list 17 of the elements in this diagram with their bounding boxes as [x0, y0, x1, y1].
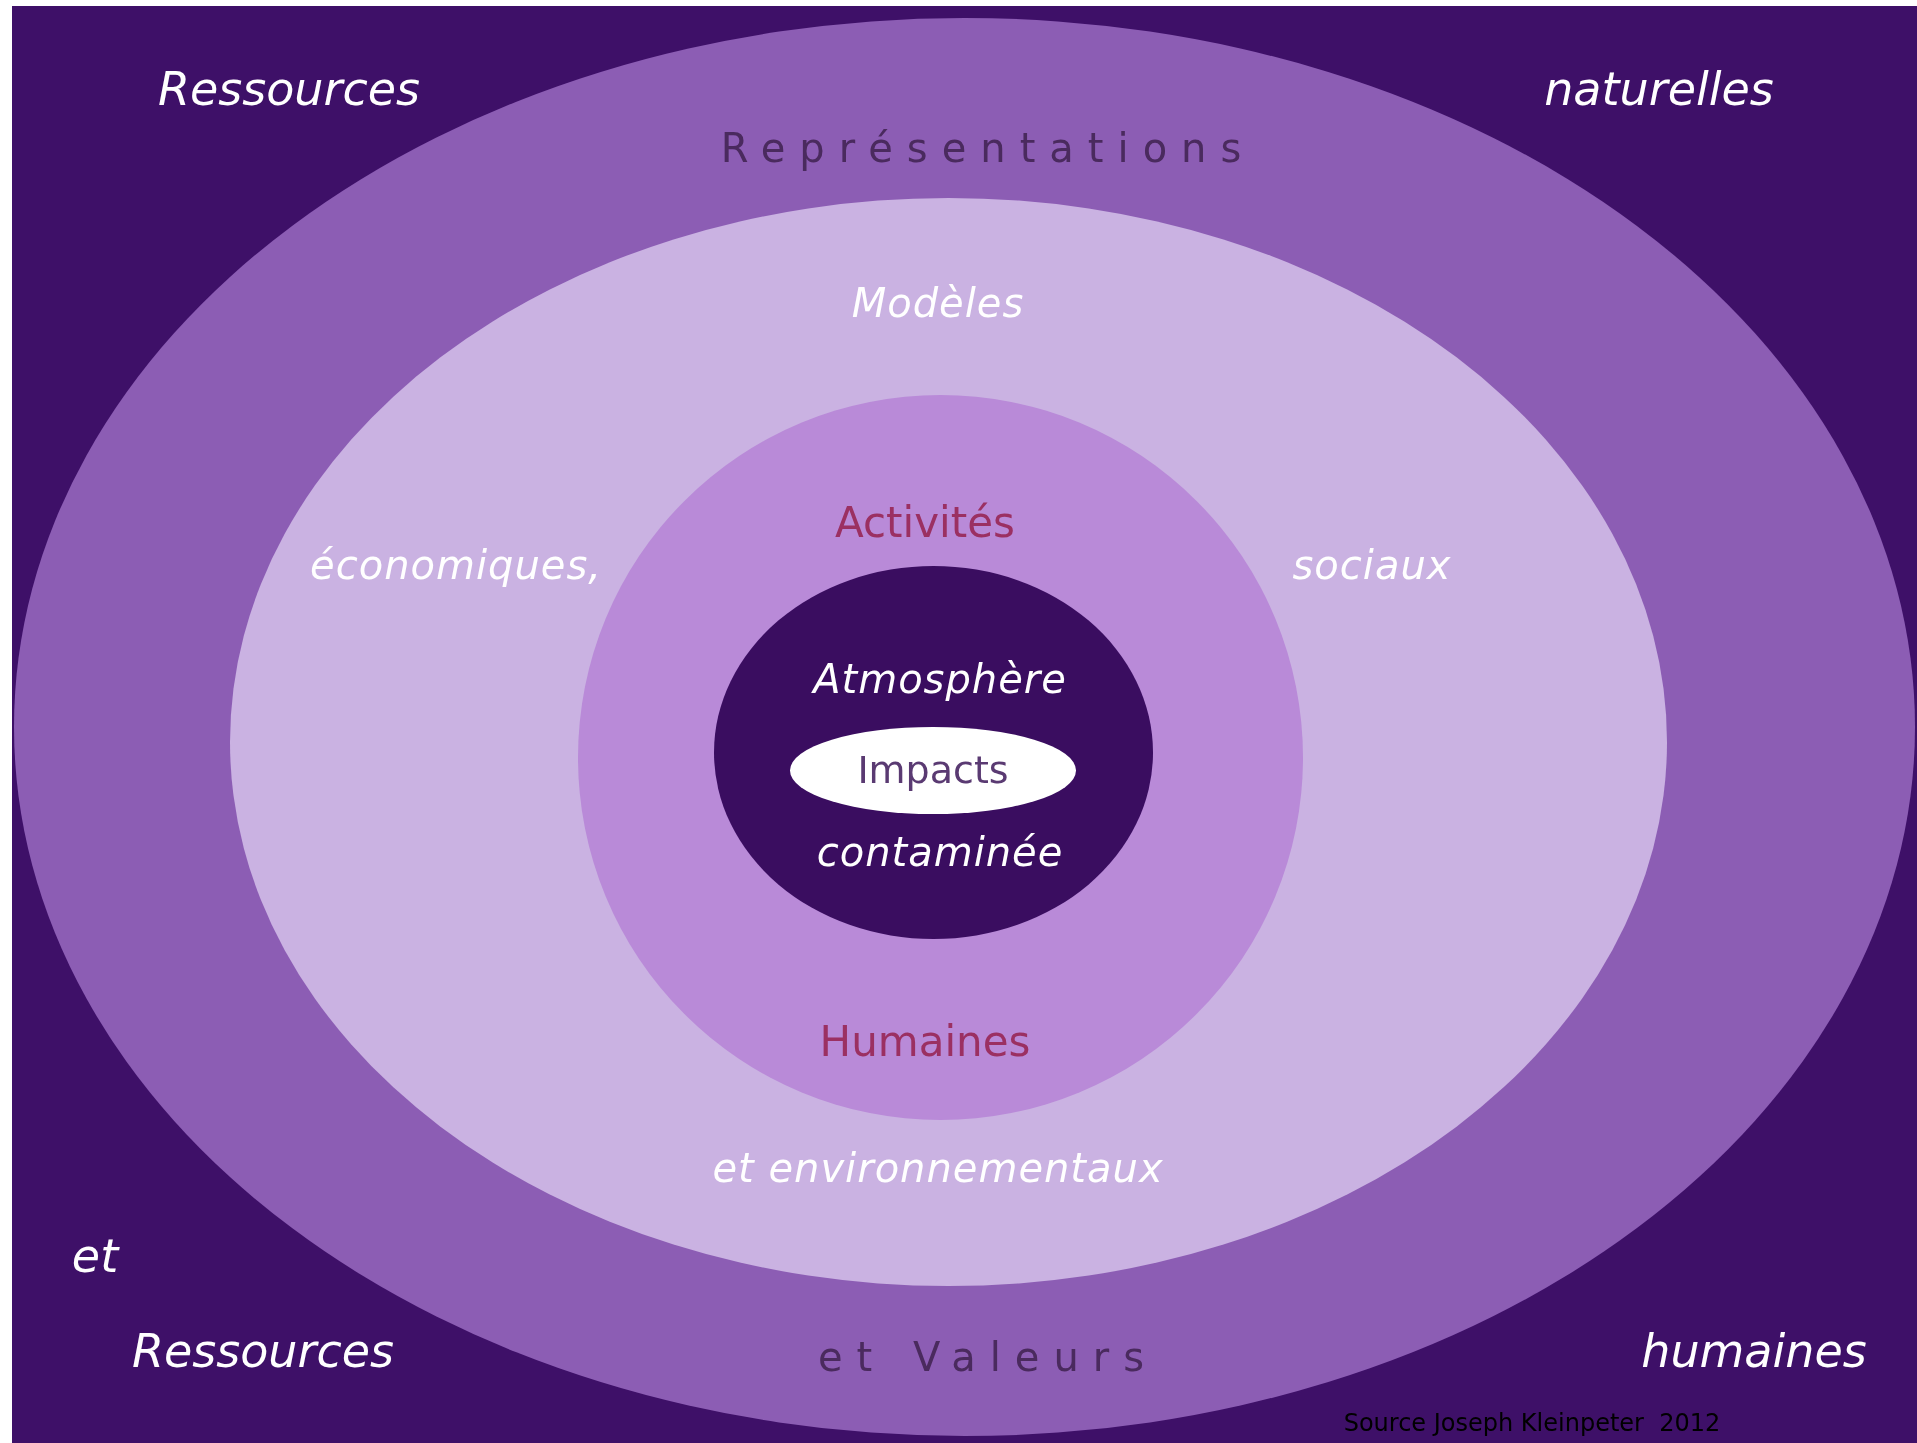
label-text: Représentations: [720, 125, 1256, 171]
label-text: économiques,: [310, 542, 602, 588]
label-text: Ressources: [158, 62, 420, 116]
label-text: Atmosphère: [813, 656, 1067, 702]
label-text: et: [71, 1229, 119, 1283]
label-text: Activités: [835, 498, 1015, 548]
label-text: naturelles: [1544, 62, 1774, 116]
label-text: Modèles: [851, 280, 1025, 326]
source-caption: Source Joseph Kleinpeter 2012: [1343, 1410, 1721, 1438]
label-text: sociaux: [1292, 542, 1452, 588]
label-text: contaminée: [816, 829, 1064, 875]
label-text: et Valeurs: [817, 1334, 1159, 1380]
label-text: Humaines: [819, 1017, 1031, 1067]
label-text: Ressources: [132, 1324, 394, 1378]
label-text: humaines: [1641, 1324, 1867, 1378]
label-text: Impacts: [857, 749, 1009, 793]
label-text: et environnementaux: [712, 1145, 1164, 1191]
